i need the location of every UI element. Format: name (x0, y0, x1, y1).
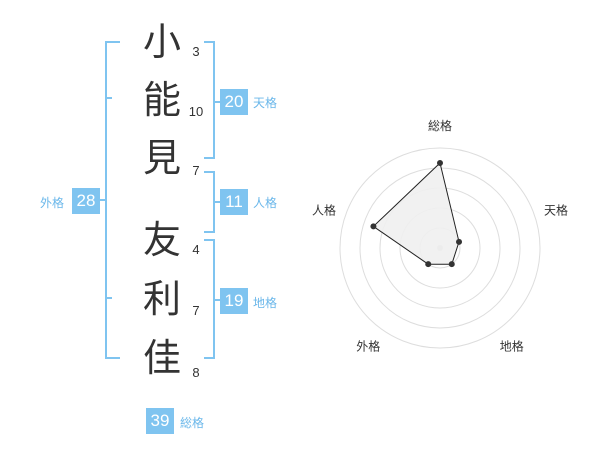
radar-ring (339, 147, 541, 349)
given-strokes-2: 7 (192, 303, 200, 318)
radar-axis-label: 天格 (544, 202, 568, 217)
given-char-3: 佳 (142, 336, 181, 380)
tenkaku-label: 天格 (253, 96, 278, 110)
given-strokes-3: 8 (192, 365, 200, 380)
radar-axis-label: 地格 (500, 339, 524, 354)
radar-point (437, 160, 443, 166)
radar-point (456, 238, 463, 245)
radar-axis-label: 外格 (356, 339, 380, 354)
gaikaku-label: 外格 (40, 196, 65, 210)
given-char-1: 友 (142, 218, 181, 262)
jinkaku-value: 11 (220, 189, 248, 215)
tenkaku-bracket (204, 41, 215, 159)
radar-point (370, 223, 377, 230)
tenkaku-value: 20 (220, 89, 248, 115)
surname-char-2: 能 (142, 78, 181, 122)
radar-axis-label: 人格 (312, 202, 336, 217)
radar-point (448, 261, 455, 268)
given-strokes-1: 4 (192, 242, 200, 257)
surname-strokes-1: 3 (192, 44, 200, 59)
jinkaku-label: 人格 (253, 196, 278, 210)
gaikaku-bracket (105, 41, 120, 359)
jinkaku-bracket (204, 171, 215, 233)
chikaku-bracket (204, 239, 215, 359)
given-char-2: 利 (142, 277, 181, 321)
radar-axis-label: 総格 (428, 118, 452, 133)
chikaku-label: 地格 (253, 296, 278, 310)
radar-polygon (372, 162, 460, 265)
soukaku-value: 39 (146, 408, 174, 434)
chikaku-value: 19 (220, 288, 248, 314)
surname-char-3: 見 (142, 136, 181, 180)
surname-strokes-3: 7 (192, 163, 200, 178)
soukaku-label: 総格 (180, 416, 205, 430)
radar-point (425, 261, 432, 268)
gaikaku-value: 28 (72, 188, 100, 214)
surname-char-1: 小 (142, 20, 181, 64)
surname-strokes-2: 10 (188, 104, 204, 119)
